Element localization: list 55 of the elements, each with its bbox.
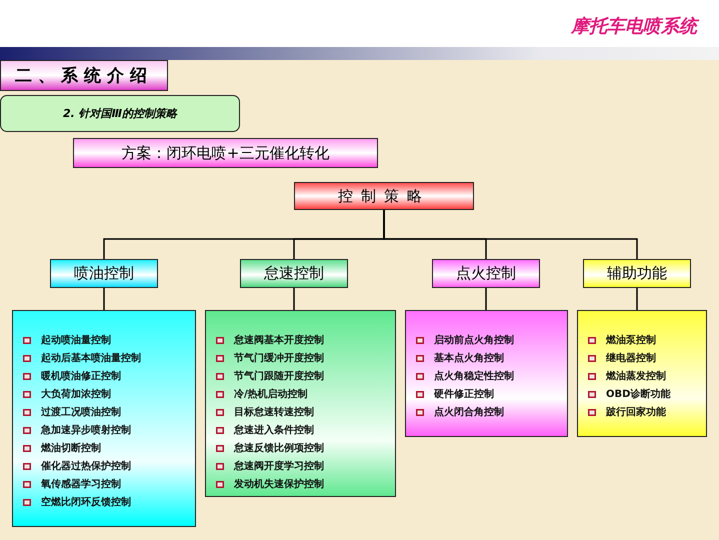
list-item: 目标怠速转速控制 <box>234 405 314 419</box>
connector-line <box>103 288 105 310</box>
section-heading: 二、系统介绍 <box>15 65 153 87</box>
item-list-panel <box>405 310 568 437</box>
list-item: 起动后基本喷油量控制 <box>41 352 141 365</box>
category-label: 怠速控制 <box>264 264 324 283</box>
item-list-panel <box>12 310 196 527</box>
list-item: 点火角稳定性控制 <box>434 369 514 383</box>
strategy-label: 控制策略 <box>338 186 430 206</box>
list-item: 怠速阀基本开度控制 <box>234 333 324 347</box>
section-banner <box>0 60 168 91</box>
list-item: 暖机喷油修正控制 <box>41 370 121 383</box>
item-list-panel <box>577 310 707 437</box>
list-item: 冷/热机启动控制 <box>234 387 308 401</box>
list-item: 启动前点火角控制 <box>434 333 514 347</box>
category-box <box>240 259 348 288</box>
list-item: 急加速异步喷射控制 <box>41 424 131 437</box>
list-item: 节气门跟随开度控制 <box>234 369 324 383</box>
strategy-box <box>294 182 474 210</box>
subtitle-banner <box>0 95 240 132</box>
list-item: 燃油蒸发控制 <box>606 370 666 383</box>
list-item: 燃油泵控制 <box>606 334 656 347</box>
list-item: 催化器过热保护控制 <box>41 459 131 473</box>
scheme-banner <box>73 138 378 168</box>
item-list-panel <box>205 310 396 497</box>
category-box <box>50 259 158 288</box>
slide-title: 摩托车电喷系统 <box>571 14 697 38</box>
list-item: 过渡工况喷油控制 <box>41 405 121 419</box>
list-item: 跛行回家功能 <box>606 405 666 419</box>
list-item: 氧传感器学习控制 <box>41 478 121 491</box>
list-item: 点火闭合角控制 <box>434 406 504 419</box>
list-item: 怠速反馈比例项控制 <box>234 441 324 455</box>
connector-line <box>485 288 487 310</box>
list-item: 起动喷油量控制 <box>41 334 111 347</box>
list-item: 怠速进入条件控制 <box>234 423 314 437</box>
connector-line <box>383 210 638 259</box>
list-item: OBD诊断功能 <box>606 388 670 401</box>
list-item: 节气门缓冲开度控制 <box>234 351 324 365</box>
category-label: 辅助功能 <box>607 264 667 283</box>
list-item: 基本点火角控制 <box>434 352 504 365</box>
category-box <box>432 259 540 288</box>
list-item: 发动机失速保护控制 <box>234 477 324 491</box>
list-item: 怠速阀开度学习控制 <box>234 459 324 473</box>
list-item: 继电器控制 <box>606 352 656 365</box>
scheme-text: 方案：闭环电喷+三元催化转化 <box>122 144 330 162</box>
list-item: 空燃比闭环反馈控制 <box>41 496 131 509</box>
connector-line <box>636 288 638 310</box>
subtitle-text: 2. 针对国Ⅲ的控制策略 <box>62 106 178 121</box>
list-item: 燃油切断控制 <box>41 442 101 455</box>
connector-line <box>293 288 295 310</box>
category-box <box>583 259 691 288</box>
list-item: 大负荷加浓控制 <box>41 388 111 401</box>
category-label: 喷油控制 <box>74 264 134 283</box>
list-item: 硬件修正控制 <box>434 388 494 401</box>
category-label: 点火控制 <box>456 264 516 283</box>
